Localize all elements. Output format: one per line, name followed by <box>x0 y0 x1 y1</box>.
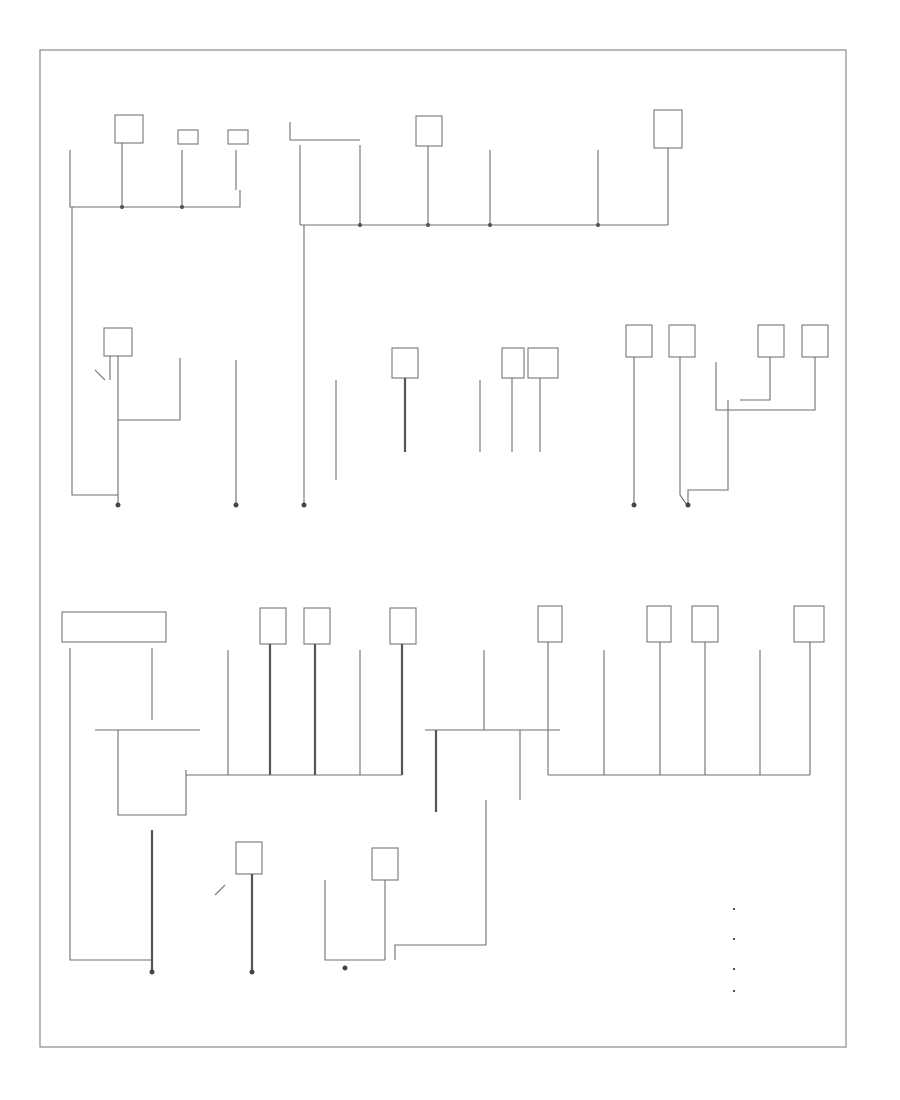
component-box <box>653 109 683 149</box>
wire <box>117 730 187 816</box>
legend <box>733 908 735 992</box>
bottom-right-component-group <box>548 605 825 776</box>
switch-contact <box>214 884 226 896</box>
top-middle-component-group <box>289 109 683 505</box>
component-box <box>61 611 167 643</box>
wire <box>687 400 729 505</box>
component-box <box>259 607 287 645</box>
diagram-frame <box>39 49 847 1048</box>
switch-contact <box>94 369 106 381</box>
component-box <box>625 324 653 358</box>
right-middle-component-group <box>625 324 829 508</box>
ground-point <box>301 502 307 508</box>
component-box <box>391 347 419 379</box>
wire <box>679 357 688 506</box>
splice-node <box>120 205 124 209</box>
bottom-left-component-group <box>61 611 200 975</box>
ground-point <box>149 969 155 975</box>
bottom-middle-component-group <box>186 607 417 776</box>
wire <box>289 122 360 141</box>
component-box <box>303 607 331 645</box>
splice-node <box>488 223 492 227</box>
legend-bullet <box>733 938 735 940</box>
legend-bullet <box>733 908 735 910</box>
component-box <box>114 114 144 144</box>
center-middle-component-group <box>335 347 559 480</box>
left-middle-component-group <box>94 327 307 508</box>
component-box <box>691 605 719 643</box>
wire <box>715 362 740 411</box>
legend-bullet <box>733 968 735 970</box>
top-left-component-group <box>69 114 249 496</box>
component-box <box>103 327 133 357</box>
component-box <box>235 841 263 875</box>
ground-point <box>249 969 255 975</box>
splice-node <box>426 223 430 227</box>
component-box <box>527 347 559 379</box>
wire <box>740 357 816 411</box>
legend-bullet <box>733 990 735 992</box>
lower-ground-group <box>214 841 399 975</box>
component-box <box>389 607 417 645</box>
ground-point <box>342 965 348 971</box>
splice-node <box>180 205 184 209</box>
wire <box>69 648 152 961</box>
wire <box>394 800 487 960</box>
wire <box>71 207 118 496</box>
ground-point <box>631 502 637 508</box>
component-box <box>801 324 829 358</box>
splice-node <box>596 223 600 227</box>
wire <box>740 357 771 401</box>
component-box <box>501 347 525 379</box>
ground-point <box>115 502 121 508</box>
component-box <box>177 129 199 145</box>
component-box <box>668 324 696 358</box>
component-box <box>757 324 785 358</box>
ground-point <box>685 502 691 508</box>
wire <box>118 358 181 421</box>
bottom-center-component-group <box>394 605 563 960</box>
component-box <box>793 605 825 643</box>
wire <box>324 880 345 961</box>
splice-node <box>358 223 362 227</box>
component-box <box>371 847 399 881</box>
ground-point <box>233 502 239 508</box>
component-box <box>537 605 563 643</box>
wire <box>69 190 241 208</box>
component-box <box>646 605 672 643</box>
component-box <box>415 115 443 147</box>
component-box <box>227 129 249 145</box>
